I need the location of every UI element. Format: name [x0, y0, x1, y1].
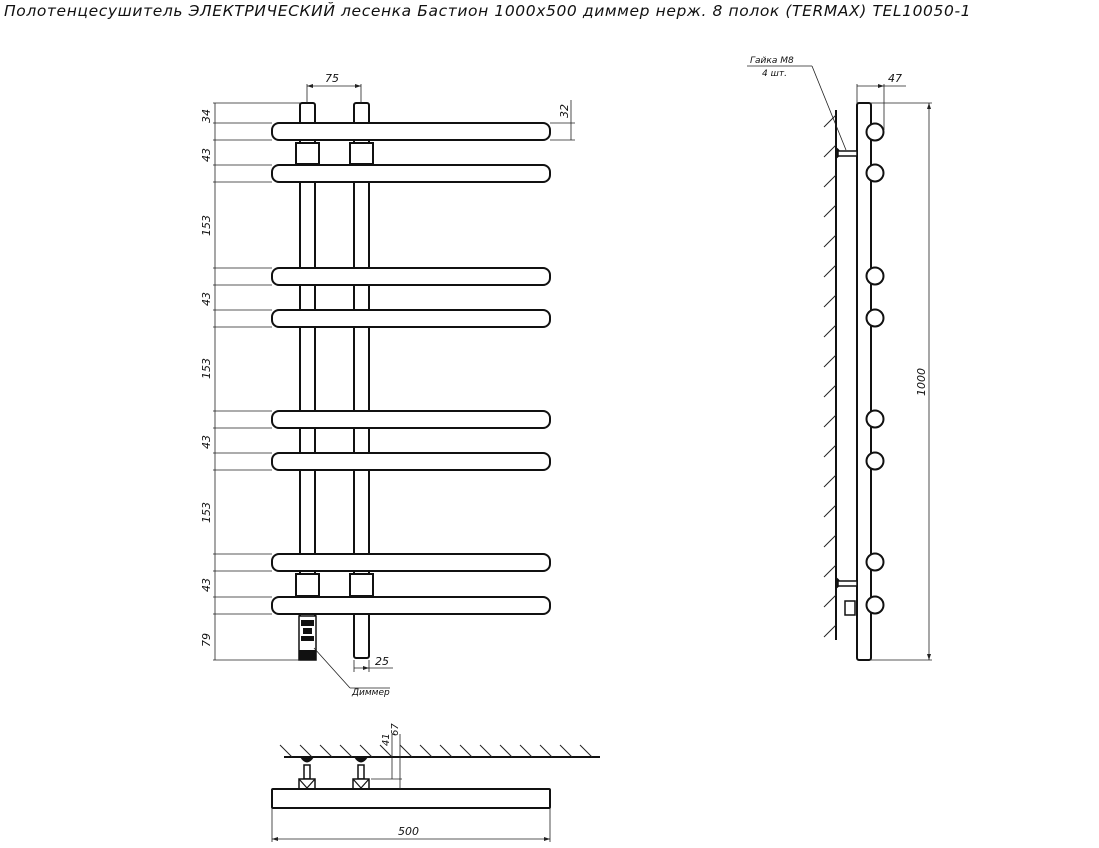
dimmer-label: Диммер: [351, 688, 390, 698]
shelf-bar-4: [271, 309, 551, 328]
dim-41: 41: [381, 733, 392, 746]
bar-section-4: [865, 308, 885, 328]
side-view: Гайка М8 4 шт. 47 1000: [747, 56, 932, 661]
dim-column-spacing: 75: [325, 72, 339, 85]
top-view-bar: [271, 788, 551, 809]
dim-height: 1000: [915, 368, 928, 396]
fitting-top-right: [349, 142, 374, 165]
bar-section-1: [865, 122, 885, 142]
dim-depth: 47: [888, 72, 902, 85]
dim-gap-1: 43: [200, 148, 213, 162]
shelf-bar-1: [271, 122, 551, 141]
bar-section-6: [865, 451, 885, 471]
bar-section-3: [865, 266, 885, 286]
bar-section-5: [865, 409, 885, 429]
dim-gap-7: 43: [200, 578, 213, 592]
dim-bar-diameter: 32: [558, 104, 571, 118]
shelf-bar-5: [271, 410, 551, 429]
dim-gap-5: 43: [200, 435, 213, 449]
dim-gap-6: 153: [200, 502, 213, 523]
fitting-bottom-left: [295, 573, 320, 597]
dim-67: 67: [390, 723, 401, 736]
shelf-bar-2: [271, 164, 551, 183]
shelf-bar-3: [271, 267, 551, 286]
dimmer-icon: [298, 615, 317, 661]
wall-hatching: [823, 114, 837, 638]
side-dimmer-box: [844, 600, 856, 616]
nut-quantity: 4 шт.: [762, 69, 787, 79]
dim-gap-4: 153: [200, 358, 213, 379]
nut-label: Гайка М8: [750, 56, 794, 66]
wall-mount-bottom: [836, 577, 858, 589]
shelf-bar-6: [271, 452, 551, 471]
dim-gap-2: 153: [200, 215, 213, 236]
dim-width: 500: [398, 825, 419, 838]
bar-section-8: [865, 595, 885, 615]
side-vertical-tube: [856, 102, 872, 661]
right-vertical-post: [353, 102, 370, 659]
bar-section-7: [865, 552, 885, 572]
shelf-bar-7: [271, 553, 551, 572]
dim-gap-3: 43: [200, 292, 213, 306]
dim-bottom-post: 79: [200, 633, 213, 647]
bar-section-2: [865, 163, 885, 183]
shelf-bar-8: [271, 596, 551, 615]
dim-post-width: 25: [375, 655, 389, 668]
top-view: 41 67 500: [271, 723, 600, 842]
dim-top-post: 34: [200, 109, 213, 123]
top-wall-hatching: [279, 744, 593, 758]
fitting-bottom-right: [349, 573, 374, 597]
fitting-top-left: [295, 142, 320, 165]
wall-mount-top: [836, 147, 858, 159]
front-view: 75 34 43 153 43 153 43 153 43 79 32: [200, 72, 575, 698]
drawing-title: Полотенцесушитель ЭЛЕКТРИЧЕСКИЙ лесенка …: [4, 2, 972, 20]
